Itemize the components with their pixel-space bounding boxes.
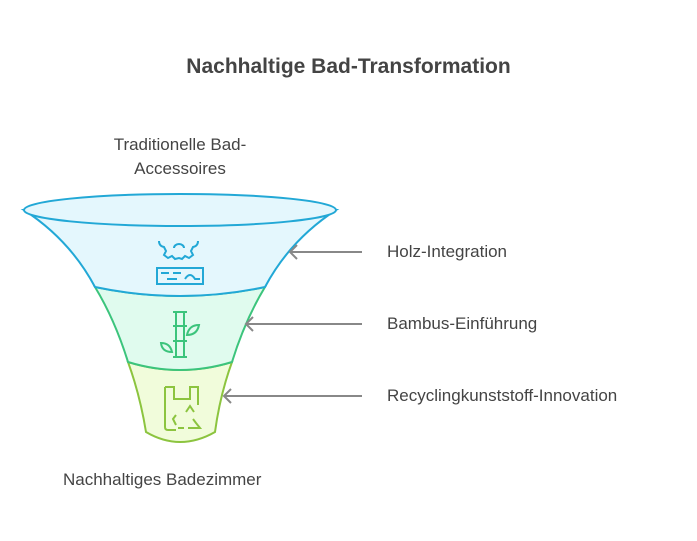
funnel-stage-recycling: [126, 360, 234, 443]
diagram-title: Nachhaltige Bad-Transformation: [186, 55, 511, 78]
arrow-holz: [288, 244, 362, 260]
funnel-stage-wood: [20, 209, 340, 297]
funnel-output-label: Nachhaltiges Badezimmer: [63, 470, 262, 489]
stage-label-holz: Holz-Integration: [387, 242, 508, 261]
funnel-input-label-line1: Traditionelle Bad-: [113, 135, 247, 154]
stage-label-recycling: Recyclingkunststoff-Innovation: [387, 386, 618, 405]
funnel-input-label: Traditionelle Bad- Accessoires: [80, 133, 280, 181]
bamboo-icon: [159, 311, 201, 358]
arrow-bambus: [244, 316, 362, 332]
funnel-rim: [23, 193, 337, 227]
recycled-bag-icon: [164, 386, 203, 431]
funnel-input-label-line2: Accessoires: [134, 159, 226, 178]
wood-gear-icon: [156, 240, 204, 285]
stage-label-bambus: Bambus-Einführung: [387, 314, 538, 333]
arrow-recycling: [222, 388, 362, 404]
